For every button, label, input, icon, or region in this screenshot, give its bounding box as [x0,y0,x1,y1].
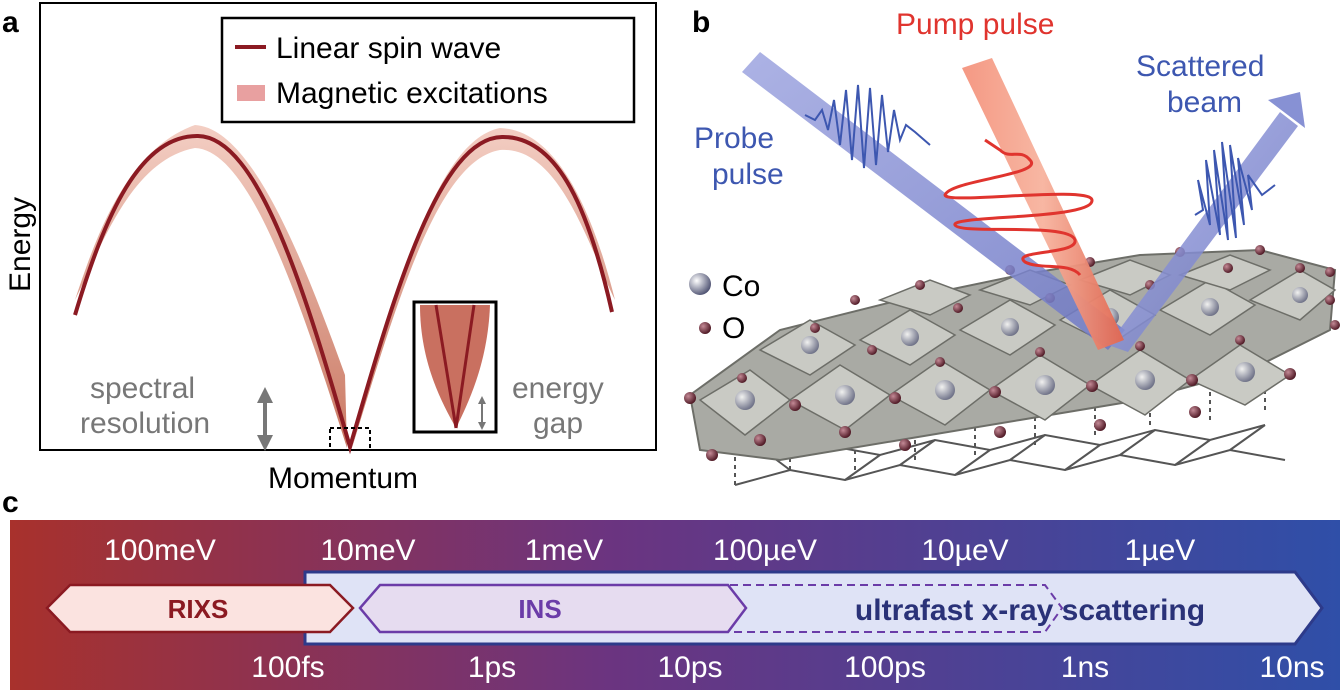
energy-tick: 100meV [104,534,216,567]
zoom-region-box [329,427,371,451]
co-atoms [735,287,1308,410]
time-tick: 1ps [468,651,516,684]
legend-linear-spin-wave: Linear spin wave [276,32,501,65]
probe-label-line1: Probe [694,122,774,155]
time-scale: 100fs 1ps 10ps 100ps 1ns 10ns [251,651,1324,684]
annotation-spectral: spectral [90,372,195,405]
probe-label-line2: pulse [712,158,784,191]
o-legend-icon [699,322,711,334]
panel-a: a Linear spin wave Magnetic excitations … [2,2,657,495]
legend-swatch-band [237,85,265,101]
panel-a-label: a [2,6,19,39]
co-legend-label: Co [722,270,760,303]
scattered-label-line2: beam [1167,86,1242,119]
o-legend-label: O [722,312,745,345]
co-legend-icon [689,273,711,295]
annotation-gap: gap [533,407,583,440]
pump-beam [962,58,1124,350]
energy-tick: 10meV [320,534,415,567]
panel-b-label: b [692,6,710,39]
time-tick: 10ps [657,651,722,684]
pump-pulse-label: Pump pulse [896,8,1054,41]
panel-b: b [684,6,1340,486]
annotation-resolution: resolution [80,407,210,440]
ultrafast-label: ultrafast x-ray scattering [855,594,1205,627]
time-tick: 10ns [1259,651,1324,684]
annotation-energy: energy [512,372,604,405]
scattered-label-line1: Scattered [1136,50,1264,83]
ins-label: INS [518,594,561,624]
scattered-wave-packet [1194,141,1276,241]
pump-wave-packet [943,138,1094,277]
rixs-range-arrow [45,583,355,634]
time-tick: 1ns [1061,651,1109,684]
octahedral-layer [684,245,1340,462]
energy-gap-inset [412,300,498,434]
legend: Linear spin wave Magnetic excitations [220,16,636,124]
y-axis-label: Energy [4,197,37,292]
energy-tick: 10µeV [921,534,1008,567]
linear-spin-wave-curve [73,133,614,455]
energy-tick: 100µeV [713,534,817,567]
time-tick: 100ps [844,651,926,684]
scattered-beam [1108,112,1298,352]
rixs-label: RIXS [168,594,229,624]
time-tick: 100fs [251,651,324,684]
scattered-beam-arrowhead [1268,92,1305,128]
energy-scale: 100meV 10meV 1meV 100µeV 10µeV 1µeV [104,534,1195,567]
ins-range-arrow [358,583,748,634]
x-axis-label: Momentum [268,462,418,495]
panel-c-label: c [2,486,19,519]
legend-magnetic-excitations: Magnetic excitations [276,77,548,110]
probe-wave-packet [804,84,931,169]
panel-c: c RIXS INS ultrafast x-ray scattering 10… [2,486,1340,690]
energy-tick: 1µeV [1125,534,1196,567]
energy-tick: 1meV [525,534,603,567]
magnetic-excitation-band [75,125,615,448]
ins-extension-dashed [730,584,1064,633]
